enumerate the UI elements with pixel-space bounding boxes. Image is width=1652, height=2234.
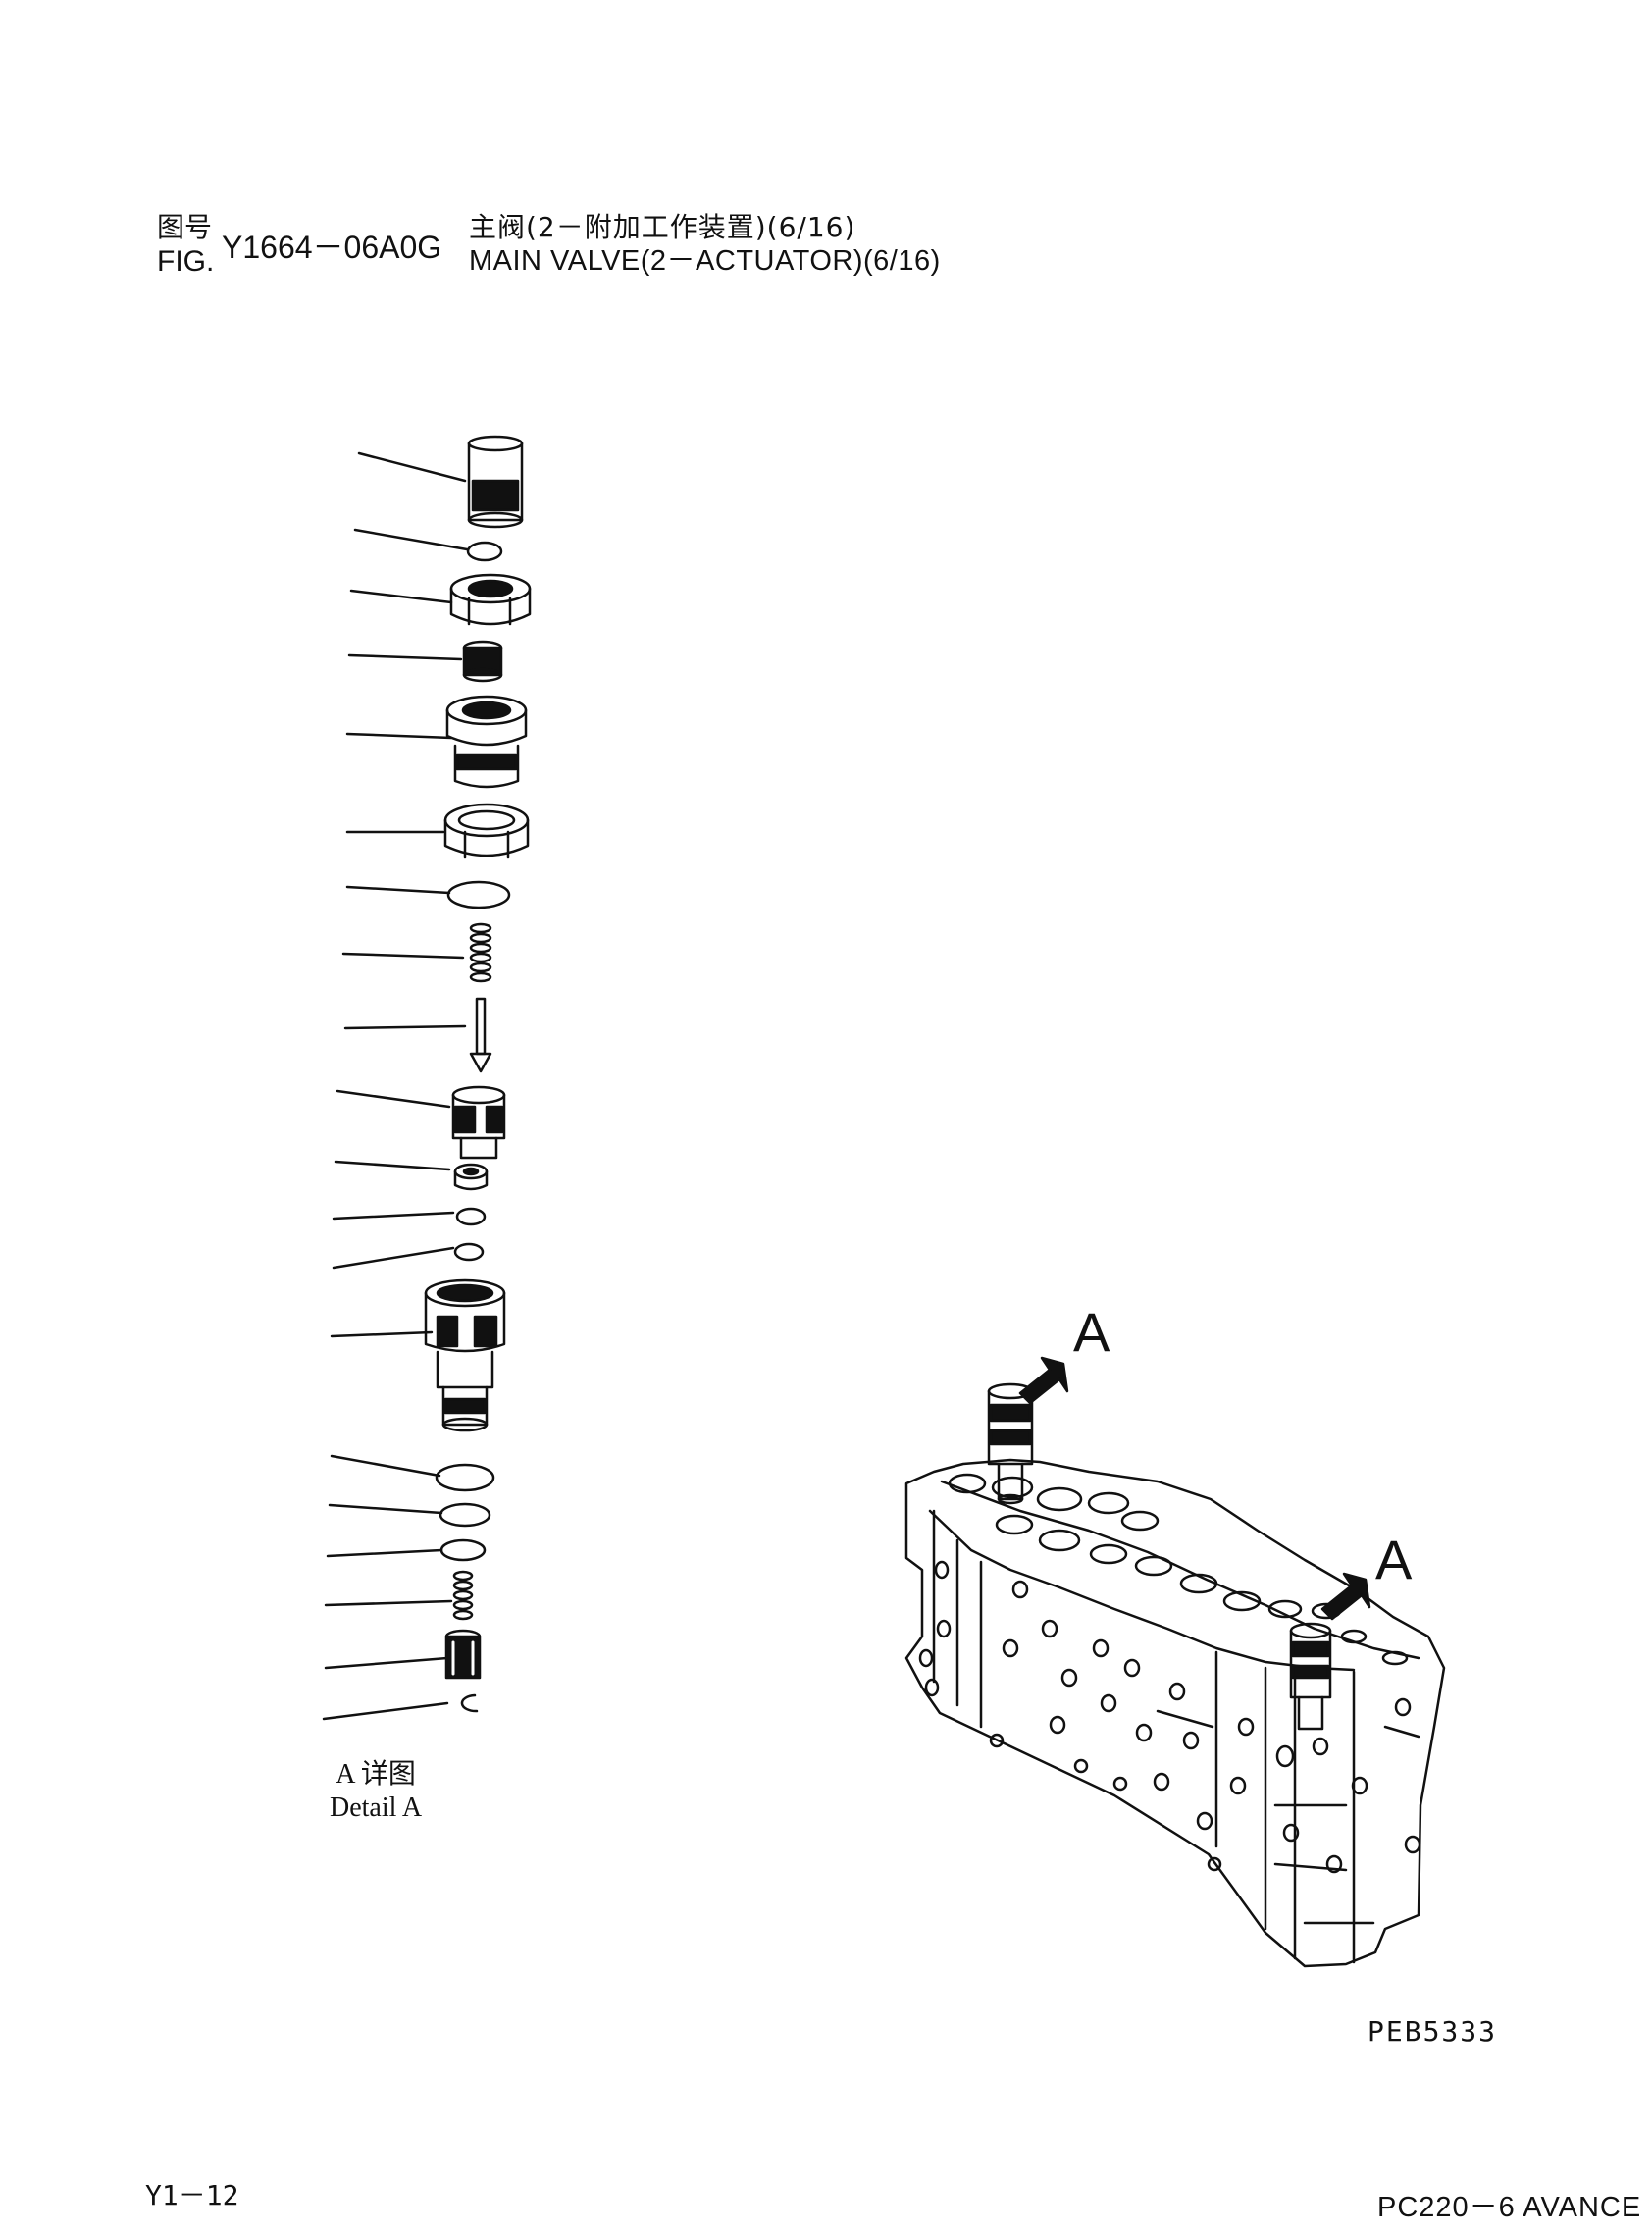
figure-number: Y1664－06A0G xyxy=(222,230,442,265)
detail-caption-en: Detail A xyxy=(330,1792,423,1823)
figure-label-cn: 图号 xyxy=(157,211,213,243)
page-number: Y1－12 xyxy=(145,2179,239,2211)
detail-caption: A 详图 Detail A xyxy=(330,1758,422,1825)
part-snap-ring xyxy=(460,1693,479,1713)
exploded-parts xyxy=(424,435,532,1713)
model-code: PC220－6 AVANCE xyxy=(1377,2192,1642,2223)
part-main-sleeve xyxy=(424,1278,506,1432)
arrow-icon xyxy=(1018,1356,1069,1405)
part-oring-6 xyxy=(439,1502,491,1528)
part-oring-4 xyxy=(453,1242,485,1262)
part-oring-5 xyxy=(435,1463,495,1492)
part-nut-1 xyxy=(449,573,532,626)
part-sleeve xyxy=(462,640,503,683)
detail-caption-cn: A 详图 xyxy=(336,1759,416,1790)
drawing-code: PEB5333 xyxy=(1368,2015,1498,2048)
leader-lines xyxy=(322,451,469,1721)
part-piston xyxy=(451,1085,506,1160)
part-oring-1 xyxy=(466,541,503,562)
figure-title-en: MAIN VALVE(2－ACTUATOR)(6/16) xyxy=(469,245,941,277)
callout-label-a-top: A xyxy=(1073,1301,1110,1363)
part-oring-2 xyxy=(446,880,511,909)
relief-valve-left xyxy=(987,1382,1034,1505)
part-nut-2 xyxy=(443,803,530,859)
figure-title-cn: 主阀(2－附加工作装置)(6/16) xyxy=(469,211,856,243)
callout-arrows xyxy=(1018,1356,1371,1621)
arrow-icon xyxy=(1320,1572,1371,1621)
part-spring-1 xyxy=(469,922,492,983)
part-pin xyxy=(469,997,492,1073)
part-spring-2 xyxy=(452,1570,474,1621)
part-oring-3 xyxy=(455,1207,487,1226)
part-valve-body xyxy=(445,695,528,789)
relief-valve-right xyxy=(1289,1622,1332,1731)
part-plug-top xyxy=(467,435,524,529)
figure-label-en: FIG. xyxy=(157,245,215,278)
part-small-valve xyxy=(453,1163,489,1191)
callout-label-a-right: A xyxy=(1375,1529,1413,1590)
part-plug-bottom xyxy=(444,1629,482,1680)
part-oring-7 xyxy=(439,1538,487,1562)
main-valve-assembly xyxy=(904,1382,1446,1968)
